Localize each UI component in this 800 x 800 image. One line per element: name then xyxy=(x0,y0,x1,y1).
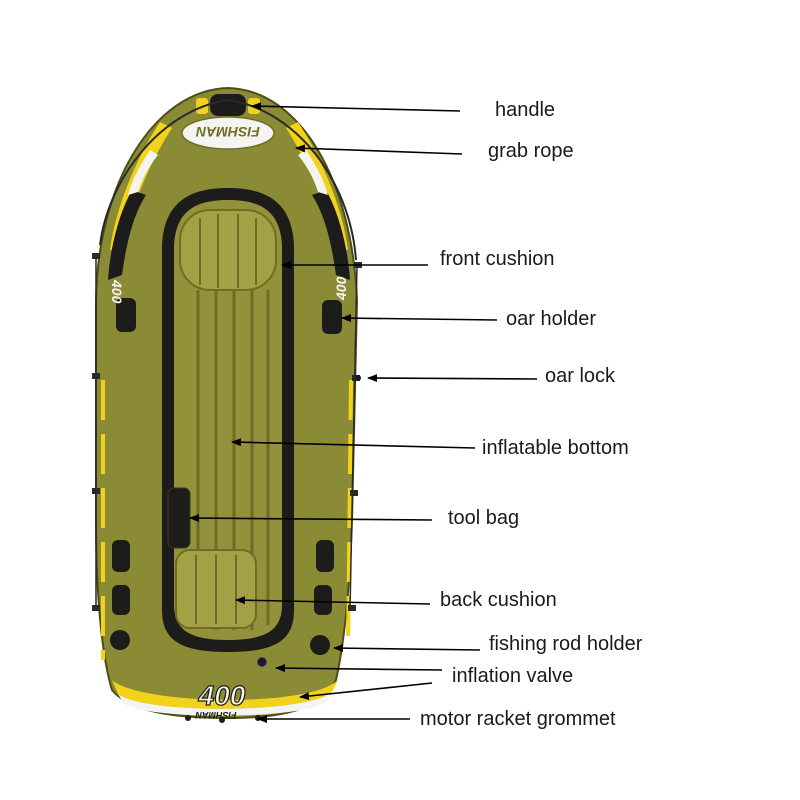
fishing-rod-holder-left-shape xyxy=(110,630,130,650)
oar-holder-right xyxy=(322,300,342,334)
leader-inflation-valve xyxy=(275,664,443,673)
bow-black-left xyxy=(108,190,146,280)
label-fishing-rod-holder: fishing rod holder xyxy=(489,633,643,655)
boat-model-right-side: 400 xyxy=(333,276,349,301)
bow-black-right xyxy=(312,190,350,280)
brand-logo-text: FISHMAN xyxy=(195,124,260,140)
label-handle: handle xyxy=(495,99,556,121)
inflation-valve-shape xyxy=(256,656,268,668)
brand-logo-badge xyxy=(181,116,275,150)
label-oar-holder: oar holder xyxy=(506,308,597,330)
label-front-cushion: front cushion xyxy=(440,248,555,270)
front-cushion-shape xyxy=(179,209,277,291)
oar-holder-left xyxy=(116,298,136,332)
leader-handle xyxy=(251,102,461,112)
rod-holder-right-1 xyxy=(316,540,334,572)
rod-holder-right-2 xyxy=(314,585,332,615)
front-cushion-ribs xyxy=(199,214,257,288)
handle-shape xyxy=(210,94,246,116)
label-inflatable-bottom: inflatable bottom xyxy=(482,437,629,459)
grab-rope-side-right xyxy=(349,264,358,611)
stern-white xyxy=(118,692,332,716)
rod-holder-left-1 xyxy=(112,540,130,572)
boat-model-stern: 400 xyxy=(198,680,246,711)
rod-holder-left-2 xyxy=(112,585,130,615)
fishing-rod-holder-right-shape xyxy=(310,635,330,655)
label-oar-lock: oar lock xyxy=(545,365,616,387)
stern-trim xyxy=(112,680,338,709)
leader-back-cushion xyxy=(235,596,431,605)
leader-inflation-valve-2 xyxy=(299,682,433,701)
leader-oar-lock xyxy=(367,374,538,383)
bow-white-right xyxy=(298,150,328,195)
label-back-cushion: back cushion xyxy=(440,589,557,611)
boat-model-left-side: 400 xyxy=(109,279,125,304)
grab-rope-line xyxy=(99,98,357,261)
label-tool-bag: tool bag xyxy=(448,507,520,529)
back-cushion-ribs xyxy=(195,555,237,624)
tool-bag-shape xyxy=(167,487,191,549)
bow-white-left xyxy=(128,150,158,195)
label-grab-rope: grab rope xyxy=(488,140,574,162)
label-inflation-valve: inflation valve xyxy=(452,665,574,687)
label-motor-racket-grommet: motor racket grommet xyxy=(420,708,616,730)
leader-tool-bag xyxy=(189,514,433,523)
oar-lock-shape xyxy=(355,375,361,381)
leader-grab-rope xyxy=(295,144,463,155)
leader-lines xyxy=(189,102,538,723)
leader-inflatable-bottom xyxy=(231,438,476,449)
floor xyxy=(174,200,282,640)
leader-fishing-rod-holder xyxy=(333,644,481,653)
boat-brand-stern: FISHMAN xyxy=(195,710,236,720)
leader-oar-holder xyxy=(341,314,498,323)
